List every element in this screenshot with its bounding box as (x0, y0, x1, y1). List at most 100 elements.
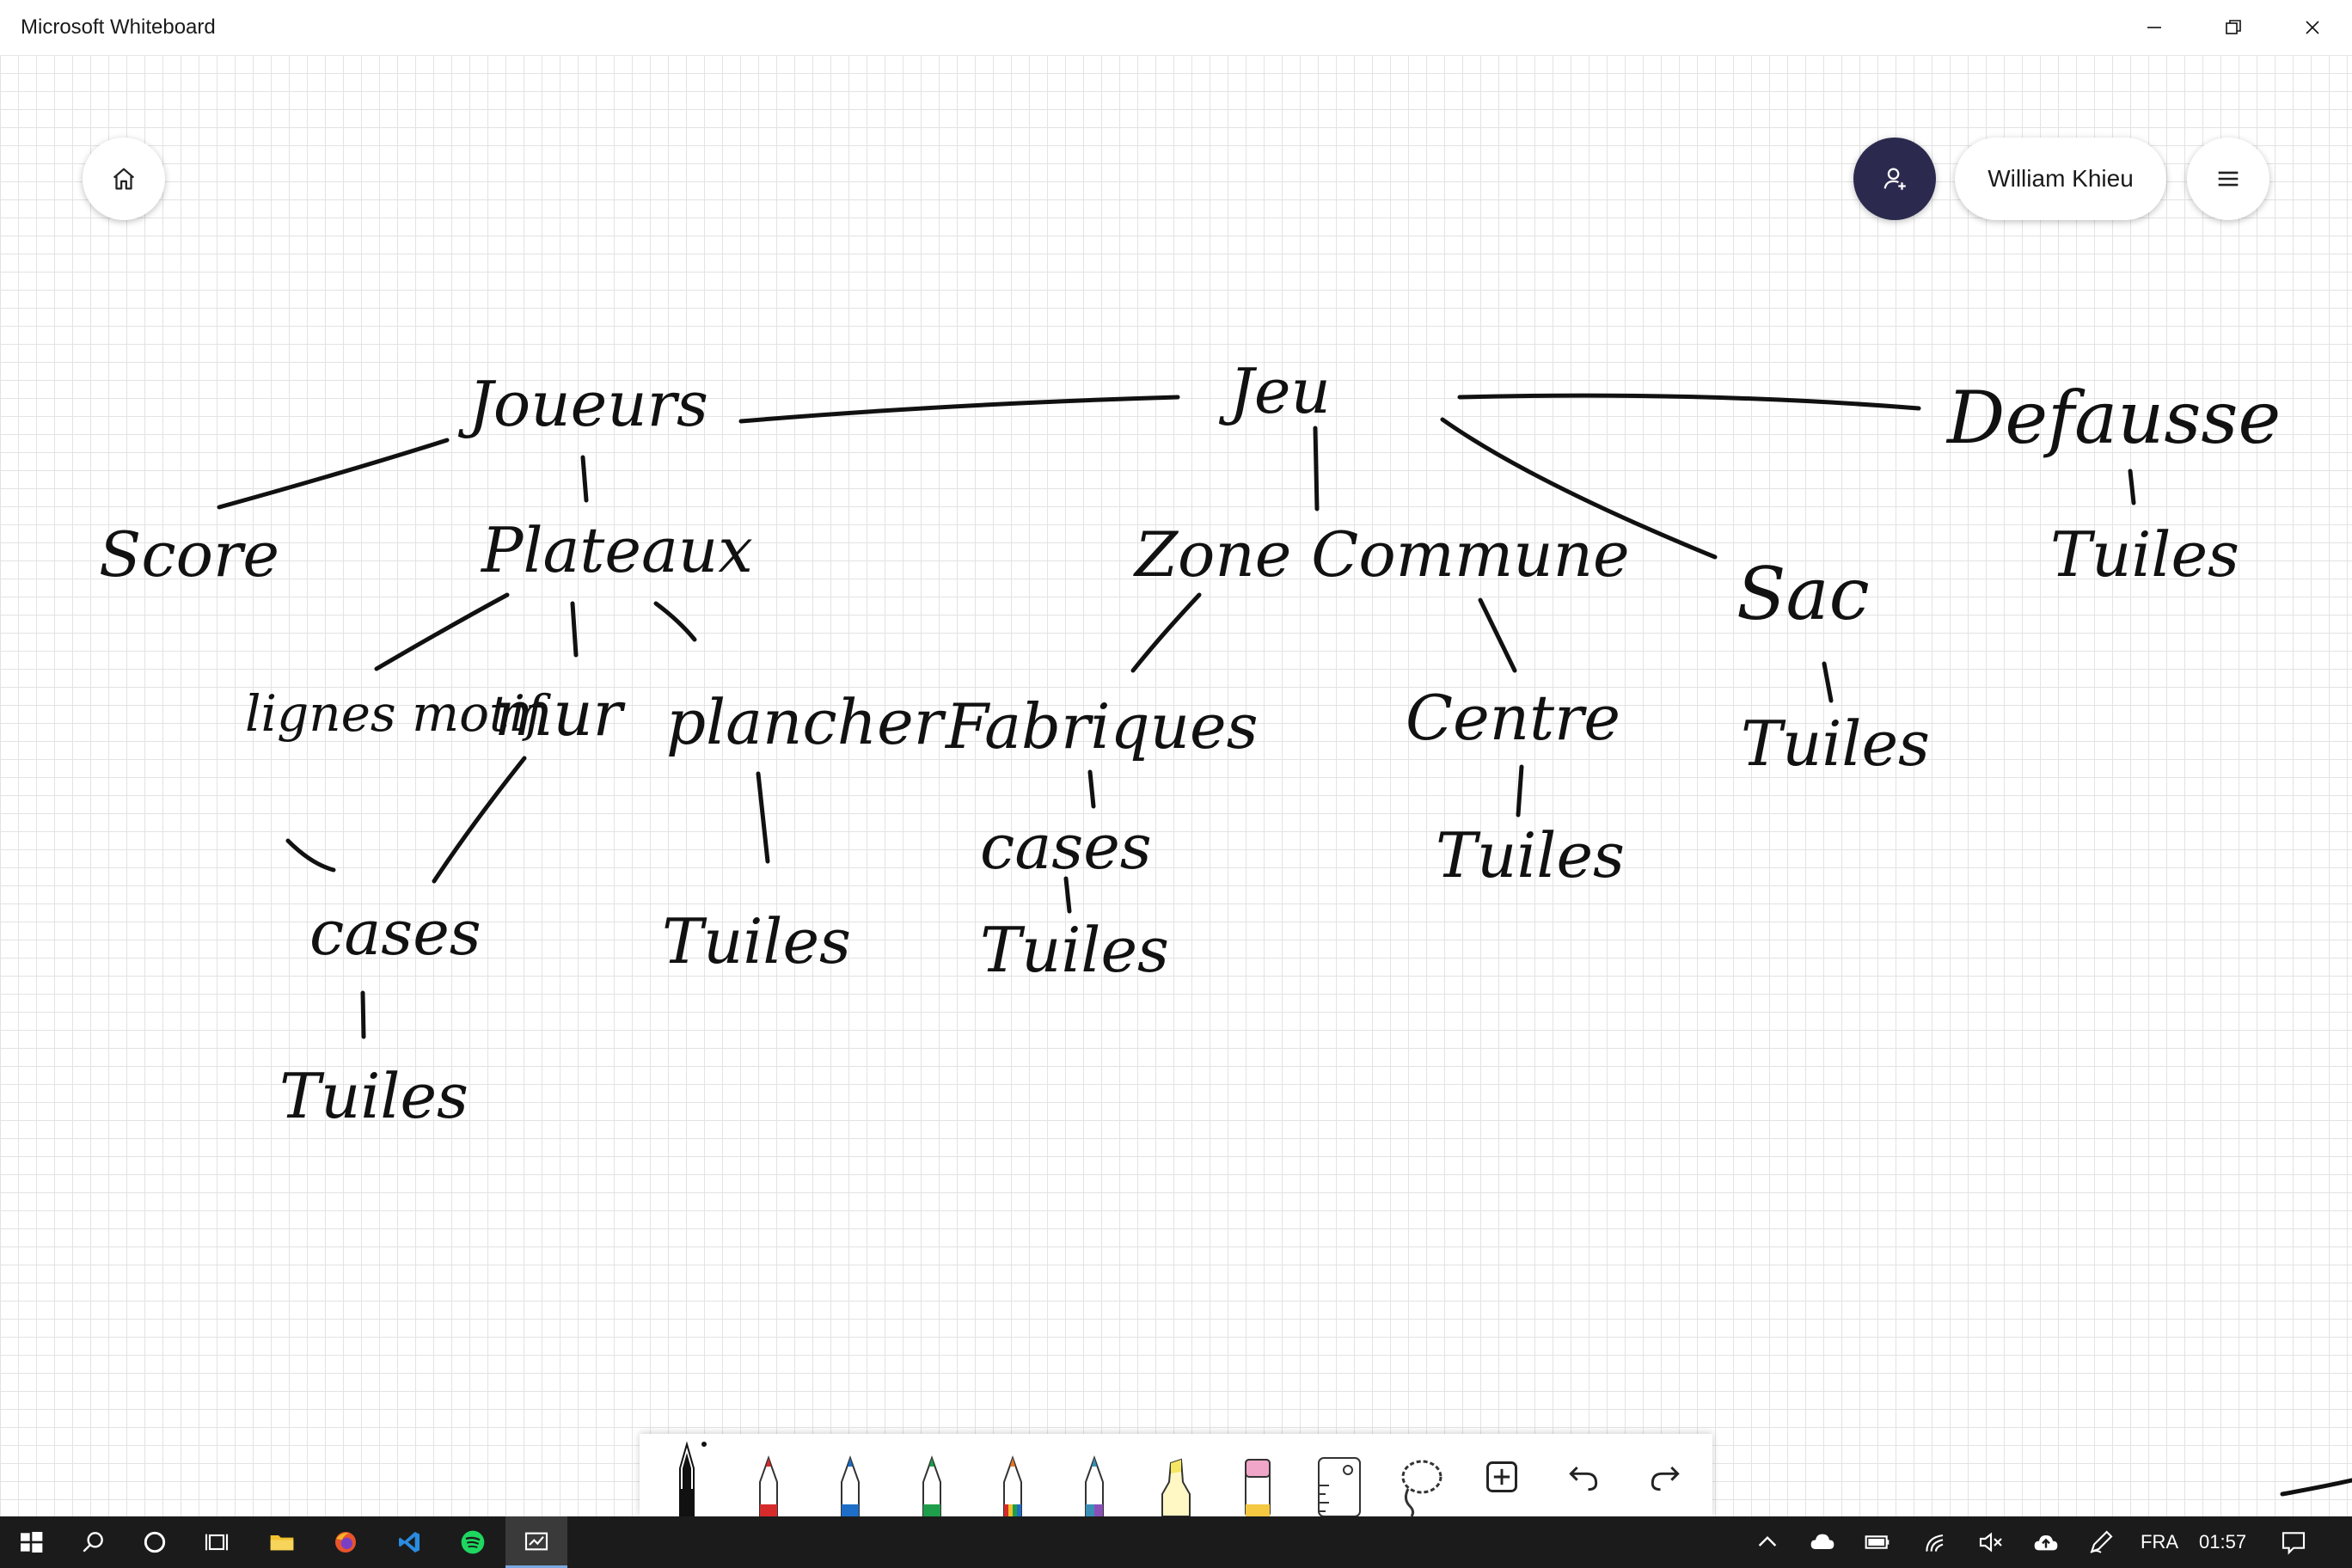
red-pen-icon (759, 1455, 779, 1516)
blue-pen-icon (840, 1455, 860, 1516)
stroke-mur-cases (432, 756, 527, 884)
minimize-icon (2147, 27, 2161, 28)
pen-workspace-button[interactable] (2073, 1516, 2128, 1568)
stroke-centre-tuiles (1516, 764, 1524, 818)
battery-button[interactable] (1850, 1516, 1905, 1568)
vscode-button[interactable] (378, 1516, 440, 1568)
word-jeu: Jeu (1218, 355, 1331, 427)
invite-button[interactable] (1853, 138, 1936, 220)
pen-icon (2090, 1530, 2113, 1553)
stroke-zone-fabriques (1130, 592, 1202, 673)
word-joueurs: Joueurs (457, 368, 708, 440)
task-view-button[interactable] (186, 1516, 248, 1568)
onedrive-button[interactable] (1795, 1516, 1850, 1568)
green-pen-icon (922, 1455, 941, 1516)
word-centre: Centre (1406, 682, 1620, 754)
word-defausse: Defausse (1945, 376, 2281, 460)
spotify-icon (461, 1530, 485, 1554)
galaxy-pen[interactable] (1060, 1437, 1129, 1516)
word-plateaux: Plateaux (480, 514, 753, 586)
word-fabriques: Fabriques (944, 690, 1259, 763)
volume-button[interactable] (1963, 1516, 2018, 1568)
whiteboard-taskbar-button[interactable] (505, 1516, 567, 1568)
start-button[interactable] (0, 1516, 62, 1568)
word-tuiles-centre: Tuiles (1436, 819, 1625, 891)
pink-highlighter-icon (1244, 1459, 1271, 1516)
stroke-plancher-tuiles (756, 771, 770, 864)
cortana-icon (144, 1531, 166, 1553)
title-bar: Microsoft Whiteboard (0, 0, 2352, 56)
galaxy-pen-icon (1085, 1455, 1105, 1516)
pen-toolbar (640, 1434, 1712, 1516)
whiteboard-canvas[interactable] (0, 55, 2352, 1516)
word-cases-plateau: cases (309, 897, 481, 969)
task-view-icon (205, 1534, 229, 1551)
stroke-lignes-cases (285, 838, 336, 873)
cortana-button[interactable] (124, 1516, 186, 1568)
stroke-cases-tuiles (1063, 876, 1072, 914)
stroke-sac-tuiles (1822, 661, 1834, 703)
stroke-jeu-defausse (1457, 393, 1921, 411)
word-tuiles-fabriques: Tuiles (980, 914, 1169, 986)
redo-button[interactable] (1631, 1437, 1700, 1516)
rainbow-pen[interactable] (978, 1437, 1047, 1516)
whiteboard-icon (524, 1532, 548, 1550)
word-zone-commune: Zone Commune (1133, 518, 1630, 591)
word-score: Score (99, 518, 279, 591)
stroke-plateaux-mur (570, 601, 579, 658)
stroke-joueurs-score (217, 438, 450, 510)
home-button[interactable] (83, 138, 165, 220)
rainbow-pen-icon (1003, 1455, 1023, 1516)
lasso-tool[interactable] (1386, 1437, 1455, 1516)
restore-icon (2226, 20, 2241, 34)
clock[interactable]: 01:57 (2199, 1531, 2247, 1553)
stroke-fabriques-cases (1087, 769, 1096, 809)
upload-button[interactable] (2018, 1516, 2073, 1568)
stroke-cases-tuiles-bottom (360, 990, 366, 1039)
add-icon (1486, 1461, 1517, 1492)
stroke-plateaux-lignes (374, 592, 510, 671)
black-pen[interactable] (652, 1437, 721, 1516)
yellow-highlighter[interactable] (1142, 1437, 1210, 1516)
stroke-zone-centre (1478, 597, 1517, 673)
add-button[interactable] (1467, 1437, 1536, 1516)
stroke-joueurs-jeu (738, 395, 1180, 424)
chevron-up-icon (1758, 1535, 1777, 1547)
volume-muted-icon (1979, 1532, 2002, 1553)
wifi-icon (1926, 1534, 1944, 1552)
wifi-button[interactable] (1908, 1516, 1963, 1568)
stroke-jeu-zone (1313, 426, 1320, 511)
window-title: Microsoft Whiteboard (21, 15, 216, 39)
settings-menu-button[interactable] (2187, 138, 2269, 220)
language-indicator[interactable]: FRA (2141, 1531, 2178, 1553)
ruler-tool[interactable] (1305, 1437, 1374, 1516)
firefox-button[interactable] (315, 1516, 377, 1568)
word-cases-fabriques: cases (980, 811, 1152, 883)
notification-icon (2282, 1532, 2306, 1555)
ruler-icon (1317, 1457, 1361, 1516)
stroke-edge-scribble (2280, 1478, 2352, 1497)
undo-button[interactable] (1549, 1437, 1618, 1516)
spotify-button[interactable] (442, 1516, 504, 1568)
close-button[interactable] (2273, 0, 2352, 55)
folder-icon (270, 1535, 294, 1551)
word-mur: mur (494, 677, 626, 750)
file-explorer-button[interactable] (251, 1516, 313, 1568)
tray-overflow-button[interactable] (1740, 1516, 1795, 1568)
restore-button[interactable] (2194, 0, 2273, 55)
search-button[interactable] (62, 1516, 124, 1568)
redo-icon (1651, 1466, 1680, 1491)
lasso-icon (1401, 1460, 1442, 1516)
user-name-button[interactable]: William Khieu (1955, 138, 2166, 220)
black-pen-icon (679, 1441, 707, 1516)
word-tuiles-sac: Tuiles (1741, 707, 1930, 780)
blue-pen[interactable] (816, 1437, 885, 1516)
pink-highlighter[interactable] (1223, 1437, 1292, 1516)
battery-icon (1865, 1535, 1890, 1549)
stroke-defausse-tuiles (2128, 469, 2136, 505)
action-center-button[interactable] (2266, 1516, 2321, 1568)
red-pen[interactable] (734, 1437, 803, 1516)
menu-icon (2218, 171, 2239, 187)
green-pen[interactable] (897, 1437, 966, 1516)
minimize-button[interactable] (2115, 0, 2194, 55)
